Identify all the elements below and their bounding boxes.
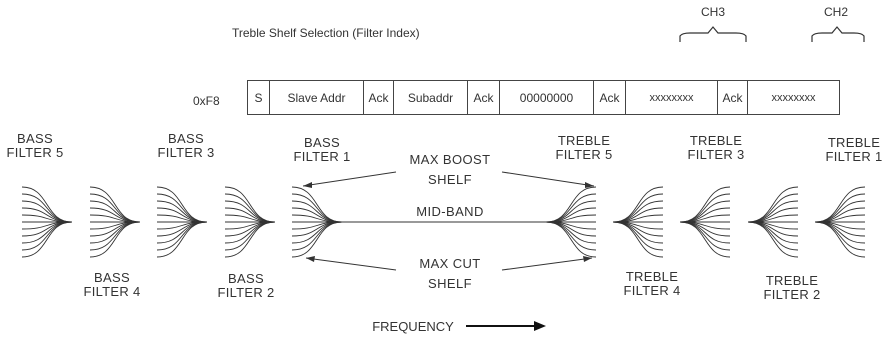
packet-field-1: Slave Addr — [270, 81, 364, 114]
filter-curves — [21, 186, 866, 258]
packet-field-9: xxxxxxxx — [771, 91, 816, 104]
treble-filter-2-curves — [747, 186, 799, 258]
bass-filter-2-curves — [224, 186, 276, 258]
ch3-brace — [679, 26, 747, 42]
bass-filter-1-curves — [291, 186, 343, 258]
bass-filter-4-curves — [89, 186, 141, 258]
boost-arrow-right — [501, 171, 595, 187]
treble-filter-4-curves — [612, 186, 664, 258]
max-boost-shelf-label: SHELF — [428, 172, 472, 187]
ch2-brace — [811, 26, 865, 42]
bass-filter-1-curves-curve — [291, 221, 343, 258]
mid-band-label: MID-BAND — [416, 204, 484, 219]
diagram-title: Treble Shelf Selection (Filter Index) — [232, 26, 420, 40]
ch3-label: CH3 — [700, 5, 725, 19]
max-boost-label: MAX BOOST — [409, 152, 491, 167]
boost-arrow-left — [302, 171, 397, 187]
bass-filter-1-curves-curve — [291, 186, 343, 223]
bass-filter-2-curves-curve — [224, 221, 276, 258]
treble-filter-1-curves-curve — [814, 221, 866, 258]
packet-field-4: Ack — [468, 81, 500, 114]
packet-field-5: 00000000 — [500, 81, 594, 114]
bass-filter-4-curves-curve — [89, 186, 141, 223]
bass-filter-5-curves-curve — [21, 221, 73, 258]
max-cut-label: MAX CUT — [419, 256, 481, 271]
packet-field-2: Ack — [364, 81, 394, 114]
treble-filter-5-curves-curve — [545, 186, 597, 223]
bass-filter-3-curves — [156, 186, 208, 258]
ch2-label: CH2 — [823, 5, 848, 19]
treble-filter-4-curves-curve — [612, 221, 664, 258]
treble-filter-4-curves-curve — [612, 186, 664, 223]
treble-filter-2-curves-curve — [747, 221, 799, 258]
max-cut-shelf-label: SHELF — [428, 276, 472, 291]
cut-arrow-left — [305, 257, 397, 271]
bass-filter-2-curves-curve — [224, 186, 276, 223]
treble-filter-3-curves-curve — [679, 221, 731, 258]
packet-field-6: Ack — [594, 81, 626, 114]
bass-filter-3-curves-curve — [156, 186, 208, 223]
treble-filter-3-curves — [679, 186, 731, 258]
treble-filter-2-curves-curve — [747, 186, 799, 223]
bass-filter-5-curves-curve — [21, 186, 73, 223]
register-address: 0xF8 — [193, 94, 220, 108]
packet-field-3: Subaddr — [394, 81, 468, 114]
bass-filter-5-curves — [21, 186, 73, 258]
treble-filter-3-curves-curve — [679, 186, 731, 223]
bass-filter-3-curves-curve — [156, 221, 208, 258]
bass-filter-4-curves-curve — [89, 221, 141, 258]
packet-field-7: xxxxxxxx — [626, 81, 718, 114]
packet-field-0: S — [248, 81, 270, 114]
treble-filter-1-curves-curve — [814, 186, 866, 223]
packet-field-8: Ack — [718, 81, 748, 114]
treble-filter-5-curves-curve — [545, 221, 597, 258]
treble-filter-1-curves — [814, 186, 866, 258]
treble-filter-5-curves — [545, 186, 597, 258]
cut-arrow-right — [501, 257, 593, 271]
frequency-label: FREQUENCY — [372, 319, 454, 334]
